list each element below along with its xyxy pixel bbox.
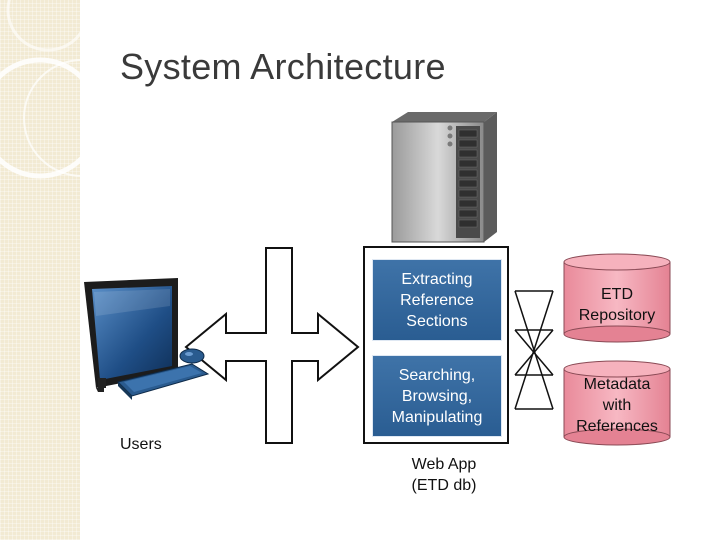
box-label-line: Sections bbox=[406, 312, 468, 330]
bidirectional-arrow bbox=[184, 247, 360, 444]
mouse-icon bbox=[179, 348, 205, 364]
desktop-computer-icon bbox=[84, 278, 178, 392]
web-app-label-line: (ETD db) bbox=[411, 477, 477, 494]
server-icon bbox=[391, 112, 497, 243]
database-cylinder-icon bbox=[563, 360, 671, 446]
repo-label-line: ETD bbox=[601, 286, 633, 303]
extracting-sections-box: Extracting Reference Sections bbox=[372, 259, 502, 341]
users-label: Users bbox=[120, 436, 162, 453]
database-cylinder-icon bbox=[563, 253, 671, 343]
repo-label-line: Metadata bbox=[583, 376, 651, 393]
searching-browsing-box: Searching, Browsing, Manipulating bbox=[372, 355, 502, 437]
box-label-line: Reference bbox=[400, 291, 474, 309]
box-label-line: Searching, bbox=[398, 366, 476, 384]
web-app-label: Web App (ETD db) bbox=[392, 454, 496, 496]
connector-lines bbox=[514, 290, 554, 410]
etd-repository-label: ETD Repository bbox=[564, 284, 670, 326]
repo-label-line: References bbox=[576, 418, 658, 435]
decorative-side-band bbox=[0, 0, 80, 540]
box-label-line: Extracting bbox=[401, 270, 473, 288]
box-label-line: Manipulating bbox=[391, 408, 483, 426]
keyboard-icon bbox=[117, 363, 210, 400]
decorative-circles bbox=[0, 0, 141, 179]
metadata-references-label: Metadata with References bbox=[564, 374, 670, 437]
repo-label-line: with bbox=[602, 397, 632, 414]
slide-title: System Architecture bbox=[120, 46, 446, 87]
box-label-line: Browsing, bbox=[401, 387, 473, 405]
repo-label-line: Repository bbox=[578, 307, 656, 324]
web-app-label-line: Web App bbox=[411, 456, 477, 473]
